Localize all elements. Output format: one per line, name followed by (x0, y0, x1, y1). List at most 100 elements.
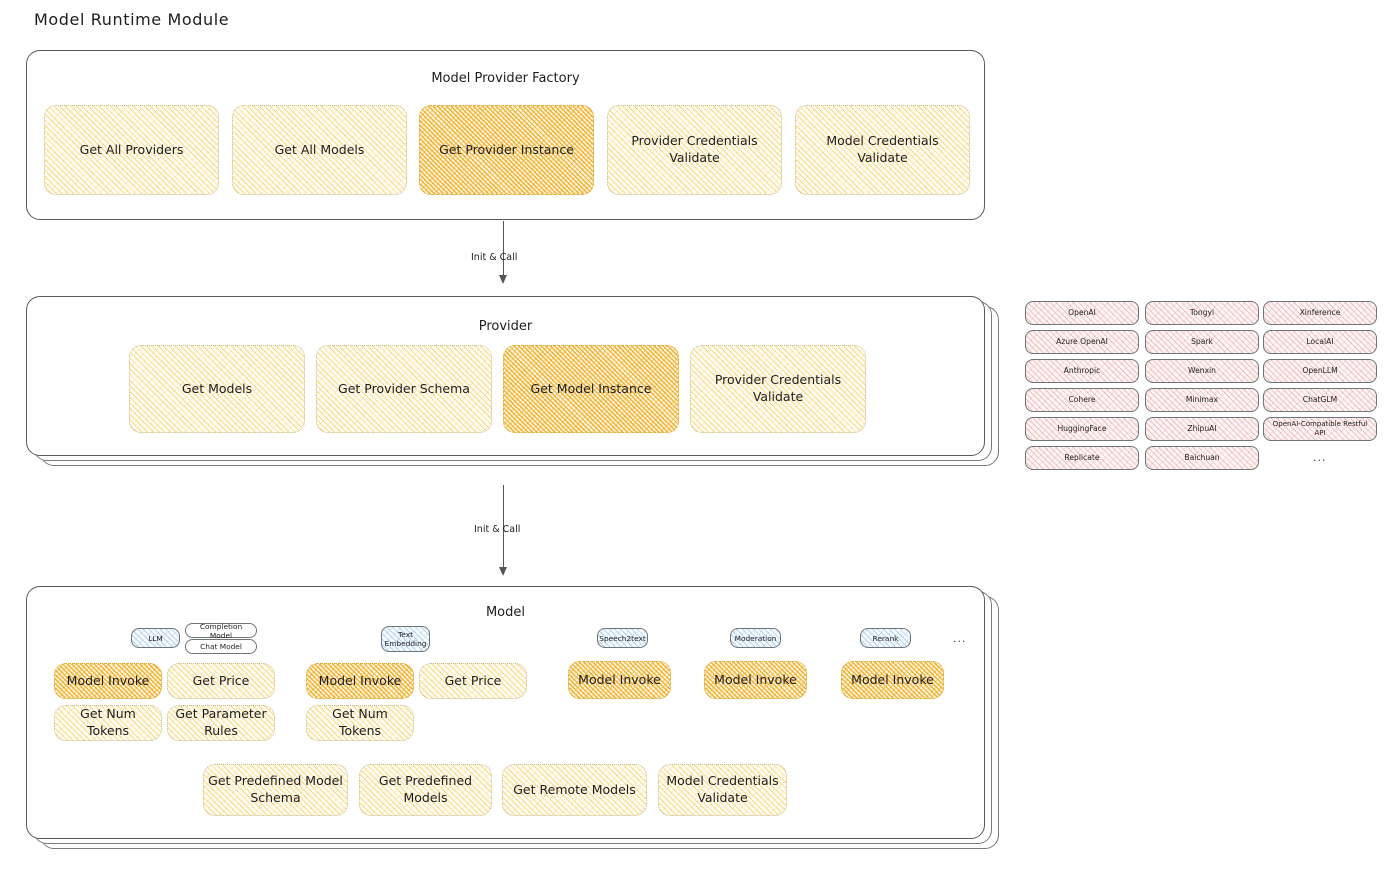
provider-title: Provider (478, 319, 533, 334)
factory-box-label: Provider Credentials Validate (631, 133, 758, 165)
method-label: Get Num Tokens (332, 706, 388, 738)
provider-tag-openai-compatible-restful-api[interactable]: OpenAI-Compatible Restful API (1263, 417, 1377, 441)
model-type-text-embedding[interactable]: Text Embedding (381, 626, 430, 652)
arrow-provider-to-model-line (503, 485, 504, 570)
factory-box-label: Get All Models (274, 141, 365, 157)
model-common-get-predefined-model-schema[interactable]: Get Predefined Model Schema (203, 764, 348, 816)
arrow-factory-to-provider-line (503, 221, 504, 278)
method-label: Get Remote Models (513, 781, 636, 797)
provider-tag-minimax[interactable]: Minimax (1145, 388, 1259, 412)
provider-tag-localai[interactable]: LocalAI (1263, 330, 1377, 354)
model-type-rerank[interactable]: Rerank (860, 628, 911, 648)
arrow-provider-to-model-label: Init & Call (474, 524, 521, 535)
text-embedding-method-model-invoke[interactable]: Model Invoke (306, 663, 414, 699)
provider-tag-openai[interactable]: OpenAI (1025, 301, 1139, 325)
provider-tag-label: Baichuan (1184, 453, 1220, 463)
provider-tag-label: Azure OpenAI (1056, 337, 1108, 347)
provider-box-label: Provider Credentials Validate (714, 372, 842, 404)
llm-method-get-price[interactable]: Get Price (167, 663, 275, 699)
method-label: Model Invoke (851, 671, 934, 687)
arrow-factory-to-provider-head (498, 275, 507, 284)
method-label: Get Predefined Models (378, 773, 473, 805)
provider-tag-replicate[interactable]: Replicate (1025, 446, 1139, 470)
provider-tag-anthropic[interactable]: Anthropic (1025, 359, 1139, 383)
method-label: Get Num Tokens (80, 706, 136, 738)
provider-box-get-models[interactable]: Get Models (129, 345, 305, 433)
provider-tag-tongyi[interactable]: Tongyi (1145, 301, 1259, 325)
provider-tag-chatglm[interactable]: ChatGLM (1263, 388, 1377, 412)
provider-tag-wenxin[interactable]: Wenxin (1145, 359, 1259, 383)
model-type-label: Speech2text (599, 633, 646, 643)
provider-tag-huggingface[interactable]: HuggingFace (1025, 417, 1139, 441)
provider-tag-label: Spark (1191, 337, 1213, 347)
provider-tag-label: HuggingFace (1057, 424, 1107, 434)
speech2text-method-model-invoke[interactable]: Model Invoke (568, 661, 671, 699)
model-common-get-remote-models[interactable]: Get Remote Models (502, 764, 647, 816)
provider-tag-label: ZhipuAI (1187, 424, 1217, 434)
provider-tag-label: Tongyi (1189, 308, 1215, 318)
model-type-moderation[interactable]: Moderation (730, 628, 781, 648)
factory-box-model-credentials-validate[interactable]: Model Credentials Validate (795, 105, 970, 195)
model-common-model-credentials-validate[interactable]: Model Credentials Validate (658, 764, 787, 816)
arrow-factory-to-provider-label: Init & Call (471, 252, 518, 263)
method-label: Model Invoke (578, 671, 661, 687)
moderation-method-model-invoke[interactable]: Model Invoke (704, 661, 807, 699)
provider-tag-azure-openai[interactable]: Azure OpenAI (1025, 330, 1139, 354)
provider-tag-label: OpenAI (1068, 308, 1096, 318)
method-label: Model Invoke (714, 671, 797, 687)
factory-box-get-all-models[interactable]: Get All Models (232, 105, 407, 195)
provider-tag-baichuan[interactable]: Baichuan (1145, 446, 1259, 470)
provider-list-more: ... (1313, 451, 1327, 464)
factory-box-label: Get All Providers (79, 141, 184, 157)
method-label: Get Price (192, 672, 250, 688)
model-type-llm[interactable]: LLM (131, 628, 180, 648)
method-label: Get Price (444, 672, 502, 688)
provider-tag-label: LocalAI (1306, 337, 1334, 347)
provider-box-label: Get Provider Schema (338, 380, 470, 396)
model-type-speech2text[interactable]: Speech2text (597, 628, 648, 648)
model-title: Model (485, 605, 526, 620)
method-label: Model Invoke (66, 672, 150, 688)
model-subtype-label: Chat Model (200, 642, 242, 651)
provider-box-get-provider-schema[interactable]: Get Provider Schema (316, 345, 492, 433)
provider-tag-cohere[interactable]: Cohere (1025, 388, 1139, 412)
model-provider-factory-title: Model Provider Factory (431, 71, 580, 86)
provider-tag-label: Replicate (1064, 453, 1100, 463)
method-label: Get Predefined Model Schema (208, 773, 343, 805)
rerank-method-model-invoke[interactable]: Model Invoke (841, 661, 944, 699)
method-label: Model Credentials Validate (666, 773, 779, 805)
provider-tag-label: Anthropic (1063, 366, 1101, 376)
model-subtype-chat-model[interactable]: Chat Model (185, 639, 257, 654)
text-embedding-method-get-num-tokens[interactable]: Get Num Tokens (306, 705, 414, 741)
model-common-get-predefined-models[interactable]: Get Predefined Models (359, 764, 492, 816)
provider-tag-label: Wenxin (1188, 366, 1216, 376)
provider-tag-spark[interactable]: Spark (1145, 330, 1259, 354)
provider-tag-zhipuai[interactable]: ZhipuAI (1145, 417, 1259, 441)
factory-box-provider-credentials-validate[interactable]: Provider Credentials Validate (607, 105, 782, 195)
arrow-provider-to-model-head (498, 567, 507, 576)
llm-method-get-num-tokens[interactable]: Get Num Tokens (54, 705, 162, 741)
model-subtype-completion-model[interactable]: Completion Model (185, 621, 257, 640)
method-label: Model Invoke (318, 672, 402, 688)
provider-tag-label: OpenLLM (1302, 366, 1338, 376)
model-type-label: LLM (148, 633, 163, 643)
model-type-label: Rerank (872, 633, 899, 643)
model-type-label: Text Embedding (384, 630, 427, 648)
provider-box-get-model-instance[interactable]: Get Model Instance (503, 345, 679, 433)
model-types-more: ... (953, 632, 967, 645)
provider-box-label: Get Model Instance (530, 380, 652, 396)
provider-box-provider-credentials-validate[interactable]: Provider Credentials Validate (690, 345, 866, 433)
factory-box-get-provider-instance[interactable]: Get Provider Instance (419, 105, 594, 195)
llm-method-get-parameter-rules[interactable]: Get Parameter Rules (167, 705, 275, 741)
llm-method-model-invoke[interactable]: Model Invoke (54, 663, 162, 699)
provider-tag-xinference[interactable]: Xinference (1263, 301, 1377, 325)
method-label: Get Parameter Rules (175, 706, 267, 738)
provider-tag-label: Xinference (1299, 308, 1341, 318)
model-subtype-label: Completion Model (199, 621, 243, 640)
factory-box-get-all-providers[interactable]: Get All Providers (44, 105, 219, 195)
provider-tag-label: OpenAI-Compatible Restful API (1272, 420, 1368, 437)
factory-box-label: Get Provider Instance (439, 141, 574, 157)
provider-tag-openllm[interactable]: OpenLLM (1263, 359, 1377, 383)
text-embedding-method-get-price[interactable]: Get Price (419, 663, 527, 699)
provider-box-label: Get Models (181, 380, 253, 396)
